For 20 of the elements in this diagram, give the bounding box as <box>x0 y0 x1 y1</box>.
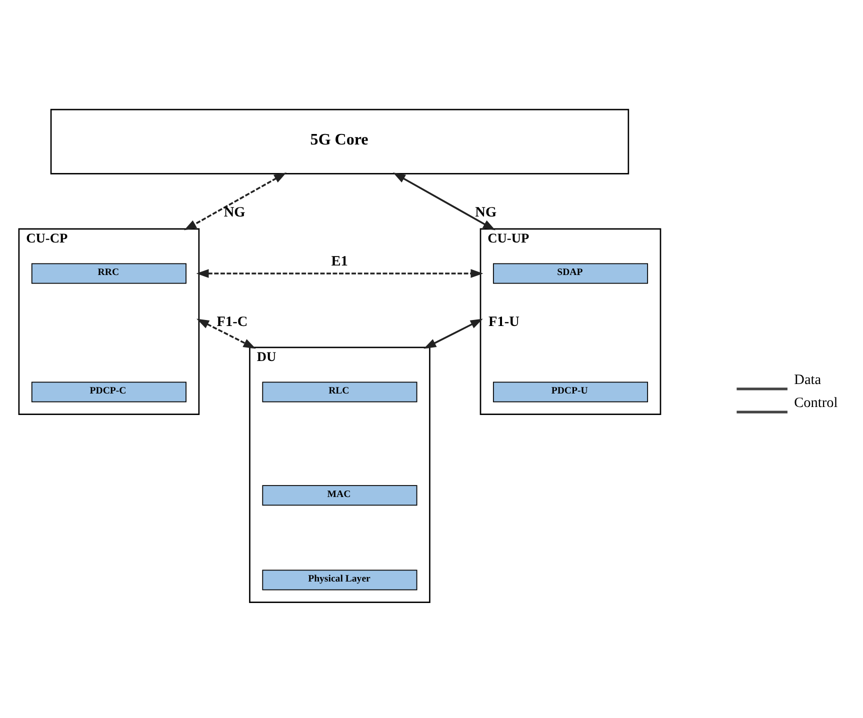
edge-label: E1 <box>331 252 348 269</box>
node-box: 5G Core <box>50 108 630 174</box>
arrow <box>392 172 496 230</box>
arrow <box>424 318 483 348</box>
node-box: SDAP <box>492 262 648 284</box>
node-box: Physical Layer <box>262 569 418 590</box>
arrow <box>196 318 256 348</box>
node-box: RLC <box>262 381 418 402</box>
edge-label: F1-U <box>488 313 520 330</box>
edge-label: NG <box>224 204 246 220</box>
arrow <box>196 268 484 278</box>
node-box: PDCP-C <box>31 381 186 402</box>
arrow <box>184 172 286 230</box>
edge-label: F1-C <box>216 313 248 330</box>
edge-label: NG <box>475 204 497 220</box>
node-box: MAC <box>262 484 418 506</box>
node-box: RRC <box>31 262 186 284</box>
node-box: PDCP-U <box>492 381 648 402</box>
legend-label: Data <box>794 371 822 388</box>
legend-label: Control <box>794 394 838 410</box>
